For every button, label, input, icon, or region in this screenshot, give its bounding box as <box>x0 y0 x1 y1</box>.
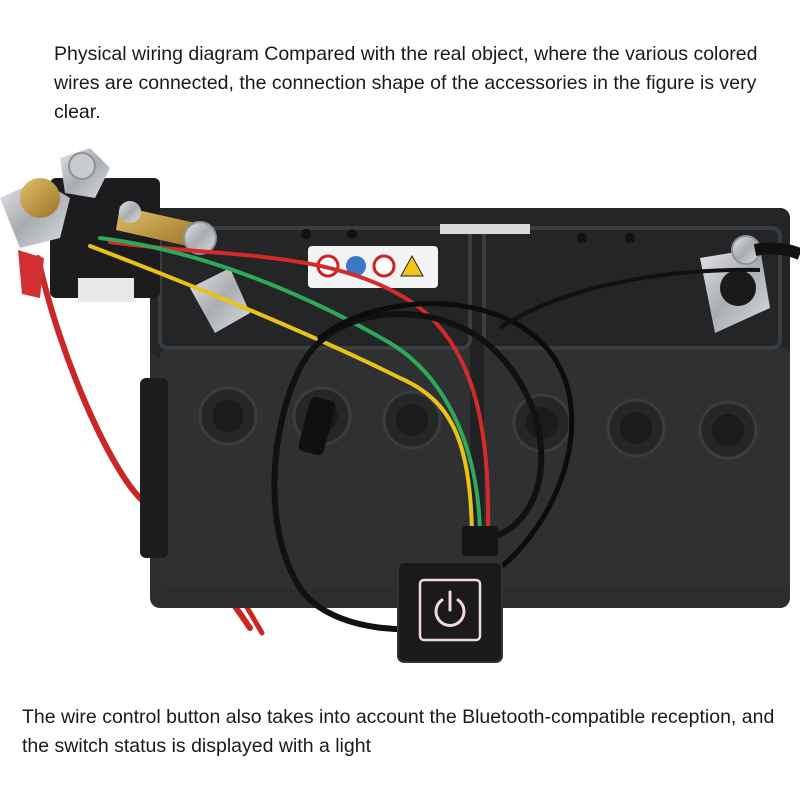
power-icon <box>434 598 466 627</box>
yellow-wire <box>88 244 474 535</box>
left-terminal-clamp <box>0 148 250 333</box>
power-switch-button <box>397 561 503 663</box>
wiring-harness <box>88 236 761 633</box>
brass-nut <box>20 178 60 218</box>
bottom-caption: The wire control button also takes into … <box>22 706 775 757</box>
battery-wiring-photo <box>0 138 800 690</box>
green-wire <box>98 236 482 535</box>
black-control-cable <box>271 311 545 633</box>
inline-connector <box>298 396 336 456</box>
battery-wiring-illustration <box>0 138 800 690</box>
top-caption: Physical wiring diagram Compared with th… <box>54 43 758 123</box>
